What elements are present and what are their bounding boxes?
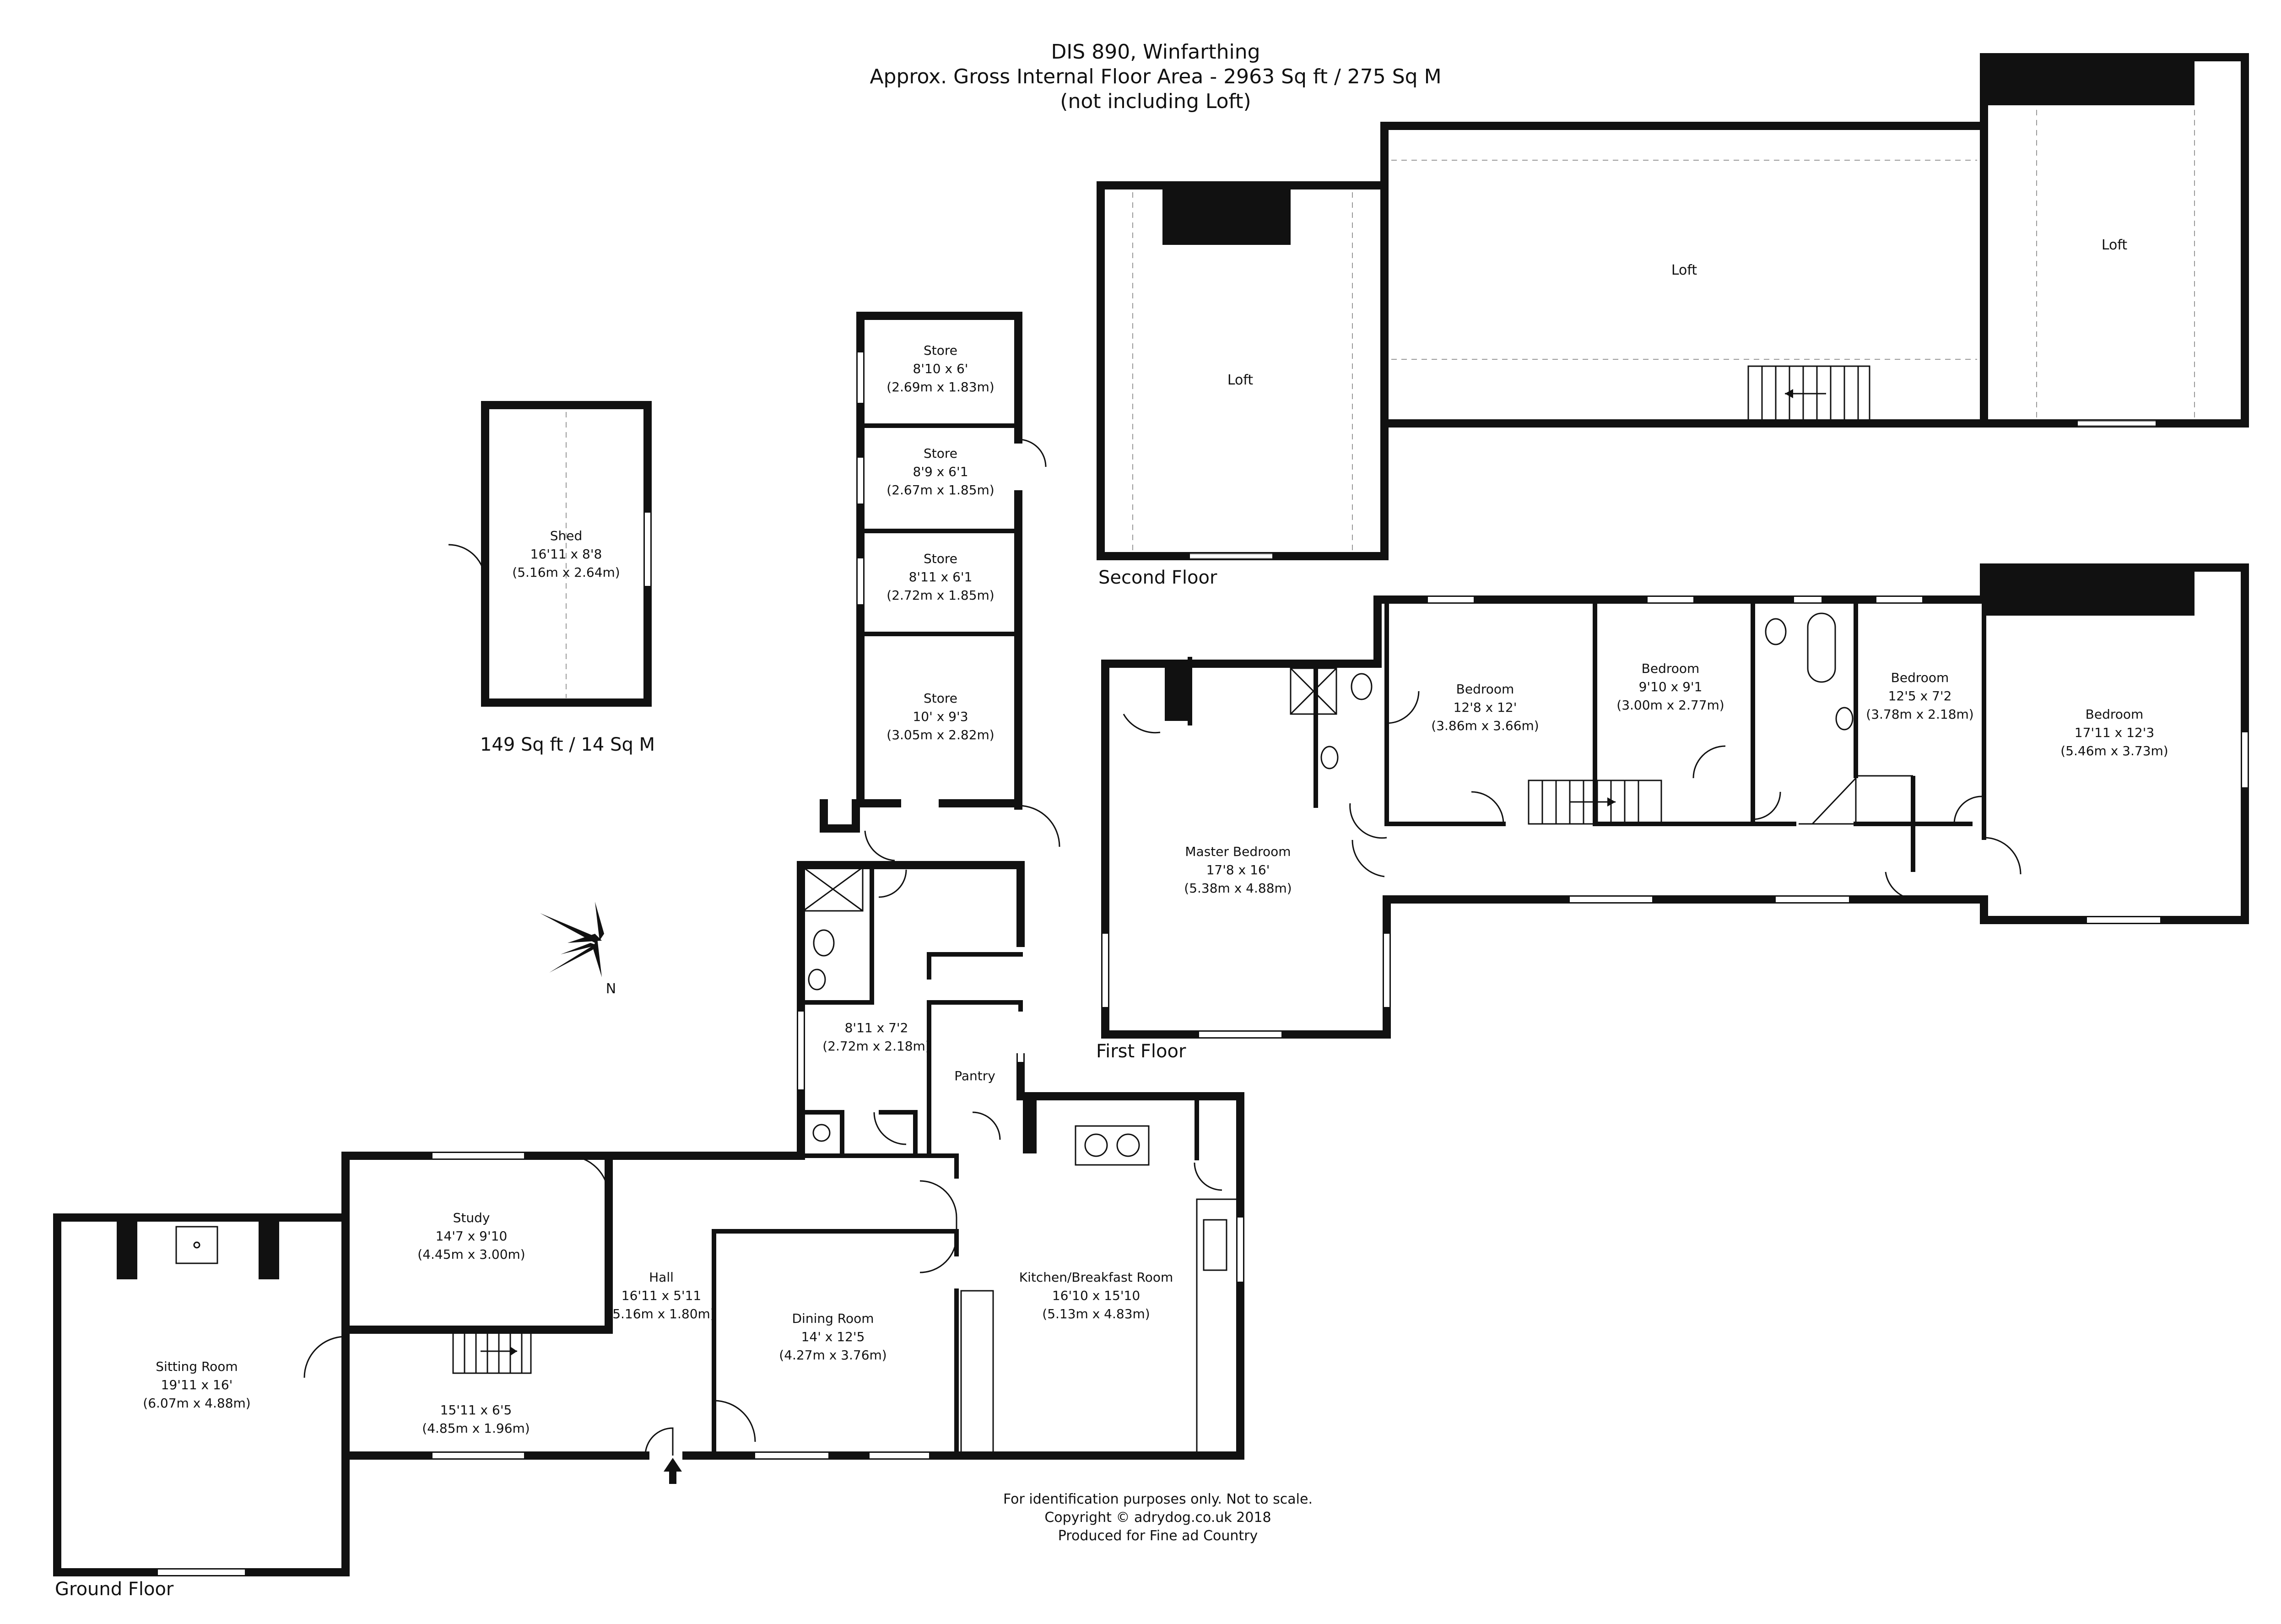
- room-store-4-name: Store: [924, 691, 957, 706]
- room-study-imperial: 14'7 x 9'10: [436, 1229, 508, 1244]
- room-sitting-room-imperial: 19'11 x 16': [161, 1377, 233, 1392]
- ground-floor: Study 14'7 x 9'10 (4.45m x 3.00m) Sittin…: [53, 861, 1244, 1600]
- footer-produced-for: Produced for Fine ad Country: [1058, 1528, 1258, 1544]
- shed-area: 149 Sq ft / 14 Sq M: [480, 734, 655, 755]
- room-kitchen-imperial: 16'10 x 15'10: [1052, 1288, 1140, 1303]
- room-store-3-imperial: 8'11 x 6'1: [909, 569, 973, 585]
- room-bedroom-2-name: Bedroom: [1642, 661, 1700, 676]
- room-hall-name: Hall: [649, 1270, 674, 1285]
- floor-label-ground: Ground Floor: [55, 1579, 174, 1600]
- footer-disclaimer: For identification purposes only. Not to…: [1003, 1491, 1313, 1507]
- room-store-2-metric: (2.67m x 1.85m): [886, 482, 994, 498]
- room-sitting-room-name: Sitting Room: [156, 1359, 238, 1374]
- chimney-breast: [1984, 57, 2195, 105]
- room-utility-metric: (2.72m x 2.18m): [822, 1039, 930, 1054]
- room-store-1-name: Store: [924, 343, 957, 358]
- shed-block: Shed 16'11 x 8'8 (5.16m x 2.64m) 149 Sq …: [448, 401, 655, 755]
- room-bedroom-3-imperial: 12'5 x 7'2: [1888, 688, 1952, 704]
- toilet-icon: [1765, 618, 1787, 645]
- floor-label-second: Second Floor: [1098, 567, 1217, 588]
- compass-north-letter: N: [606, 981, 616, 997]
- header-floor-area: Approx. Gross Internal Floor Area - 2963…: [870, 65, 1441, 88]
- footer-copyright: Copyright © adrydog.co.uk 2018: [1044, 1510, 1271, 1526]
- loft-stairs: [1747, 365, 1870, 422]
- room-bedroom-4-imperial: 17'11 x 12'3: [2075, 725, 2154, 740]
- room-bedroom-2-metric: (3.00m x 2.77m): [1616, 698, 1724, 713]
- second-floor: Loft Loft Loft Second Floor: [1097, 53, 2249, 588]
- room-bedroom-1-metric: (3.86m x 3.66m): [1431, 718, 1539, 733]
- header-address: DIS 890, Winfarthing: [1051, 40, 1260, 64]
- front-entrance-arrow: [669, 1470, 676, 1484]
- room-store-4-metric: (3.05m x 2.82m): [886, 727, 994, 742]
- hob-icon: [1075, 1125, 1150, 1166]
- room-store-3-name: Store: [924, 551, 957, 566]
- room-kitchen-metric: (5.13m x 4.83m): [1042, 1306, 1150, 1321]
- basin-icon: [1835, 707, 1854, 731]
- room-store-2-imperial: 8'9 x 6'1: [913, 464, 968, 479]
- basin-icon: [808, 969, 826, 991]
- room-master-bedroom-imperial: 17'8 x 16': [1206, 862, 1270, 877]
- room-loft-centre: Loft: [1671, 262, 1697, 278]
- room-dining-room-metric: (4.27m x 3.76m): [779, 1348, 886, 1363]
- room-passage-metric: (4.85m x 1.96m): [422, 1421, 530, 1436]
- room-hall-metric: (5.16m x 1.80m): [607, 1306, 715, 1321]
- basin-icon: [1320, 746, 1339, 769]
- room-bedroom-4-name: Bedroom: [2086, 707, 2144, 722]
- room-bedroom-1-name: Bedroom: [1456, 682, 1514, 697]
- room-passage-imperial: 15'11 x 6'5: [440, 1402, 512, 1418]
- room-bedroom-1-imperial: 12'8 x 12': [1454, 700, 1517, 715]
- boiler-icon: [812, 1124, 831, 1142]
- room-shed-imperial: 16'11 x 8'8: [530, 547, 602, 562]
- room-bedroom-3-name: Bedroom: [1891, 670, 1949, 685]
- room-bedroom-4-metric: (5.46m x 3.73m): [2060, 743, 2168, 758]
- room-pantry-name: Pantry: [954, 1068, 995, 1083]
- room-loft-left: Loft: [1227, 372, 1254, 388]
- first-floor: Master Bedroom 17'8 x 16' (5.38m x 4.88m…: [1096, 563, 2249, 1062]
- compass: N: [540, 902, 616, 997]
- bath-icon: [1807, 612, 1836, 683]
- room-study-name: Study: [453, 1210, 490, 1225]
- room-master-bedroom-metric: (5.38m x 4.88m): [1184, 881, 1292, 896]
- floor-label-first: First Floor: [1096, 1041, 1186, 1062]
- room-store-1-metric: (2.69m x 1.83m): [886, 379, 994, 395]
- plan-footer: For identification purposes only. Not to…: [1003, 1491, 1313, 1544]
- plan-header: DIS 890, Winfarthing Approx. Gross Inter…: [870, 40, 1441, 113]
- room-dining-room-name: Dining Room: [792, 1311, 874, 1326]
- room-store-4-imperial: 10' x 9'3: [913, 709, 968, 724]
- room-utility-imperial: 8'11 x 7'2: [845, 1020, 908, 1035]
- room-sitting-room-metric: (6.07m x 4.88m): [143, 1396, 250, 1411]
- room-shed-name: Shed: [550, 528, 583, 543]
- room-hall-imperial: 16'11 x 5'11: [622, 1288, 701, 1303]
- room-loft-right: Loft: [2102, 237, 2128, 253]
- ground-floor-stairs: [452, 1329, 532, 1374]
- sink-icon: [1203, 1219, 1227, 1271]
- room-master-bedroom-name: Master Bedroom: [1185, 844, 1291, 859]
- room-bedroom-3-metric: (3.78m x 2.18m): [1866, 707, 1973, 722]
- room-store-3-metric: (2.72m x 1.85m): [886, 588, 994, 603]
- chimney-breast: [1162, 188, 1291, 245]
- room-bedroom-2-imperial: 9'10 x 9'1: [1639, 679, 1703, 694]
- shower-icon: [802, 866, 864, 912]
- room-store-1-imperial: 8'10 x 6': [913, 361, 968, 376]
- sitting-room-walls: [53, 1213, 350, 1576]
- first-floor-stairs: [1528, 780, 1662, 825]
- room-dining-room-imperial: 14' x 12'5: [801, 1329, 865, 1344]
- header-note: (not including Loft): [1060, 90, 1251, 113]
- toilet-icon: [1351, 673, 1373, 700]
- room-study-metric: (4.45m x 3.00m): [417, 1247, 525, 1262]
- room-store-2-name: Store: [924, 446, 957, 461]
- toilet-icon: [813, 929, 835, 957]
- stores-block: Store 8'10 x 6' (2.69m x 1.83m) Store 8'…: [820, 312, 1060, 861]
- room-shed-metric: (5.16m x 2.64m): [512, 565, 620, 580]
- room-kitchen-name: Kitchen/Breakfast Room: [1019, 1270, 1173, 1285]
